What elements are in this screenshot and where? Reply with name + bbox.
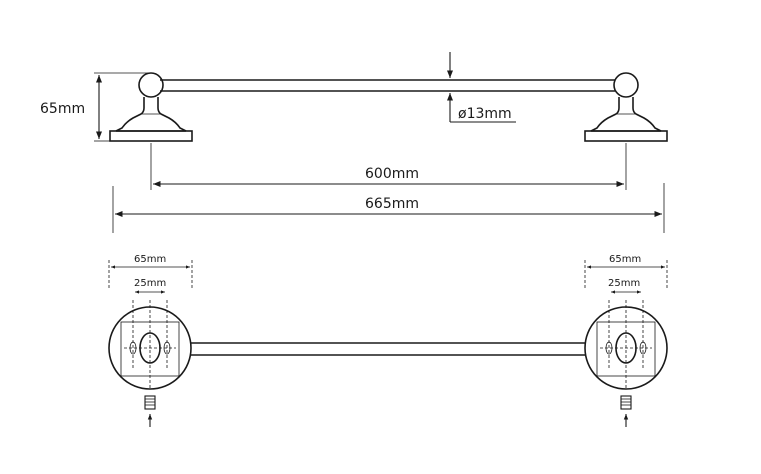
diameter-callout: ø13mm: [446, 52, 516, 123]
right-base-label: 65mm: [609, 254, 641, 265]
inner-span-label: 600mm: [365, 166, 419, 182]
plan-rail: [191, 342, 585, 356]
left-base-dimension: 65mm: [108, 254, 193, 288]
right-base-plate: [584, 300, 668, 390]
right-holes-dimension: 25mm: [608, 278, 641, 294]
height-label: 65mm: [40, 101, 85, 117]
inner-span-dimension: 600mm: [150, 143, 627, 190]
rail-bar: [160, 79, 615, 92]
right-holes-label: 25mm: [608, 278, 640, 289]
left-base-label: 65mm: [134, 254, 166, 265]
overall-span-dimension: 665mm: [112, 183, 665, 233]
front-view: 65mm ø13mm 600mm 665mm: [40, 52, 668, 233]
overall-span-label: 665mm: [365, 196, 419, 212]
left-bracket: [109, 72, 193, 142]
diameter-label: ø13mm: [458, 106, 512, 122]
right-bracket: [584, 72, 668, 142]
left-holes-label: 25mm: [134, 278, 166, 289]
right-set-screw-icon: [620, 395, 632, 427]
plan-view: 65mm 25mm 65mm: [108, 254, 668, 427]
left-holes-dimension: 25mm: [134, 278, 166, 294]
right-base-dimension: 65mm: [584, 254, 668, 288]
left-base-plate: [108, 300, 192, 390]
left-set-screw-icon: [144, 395, 156, 427]
height-dimension: 65mm: [40, 72, 150, 142]
